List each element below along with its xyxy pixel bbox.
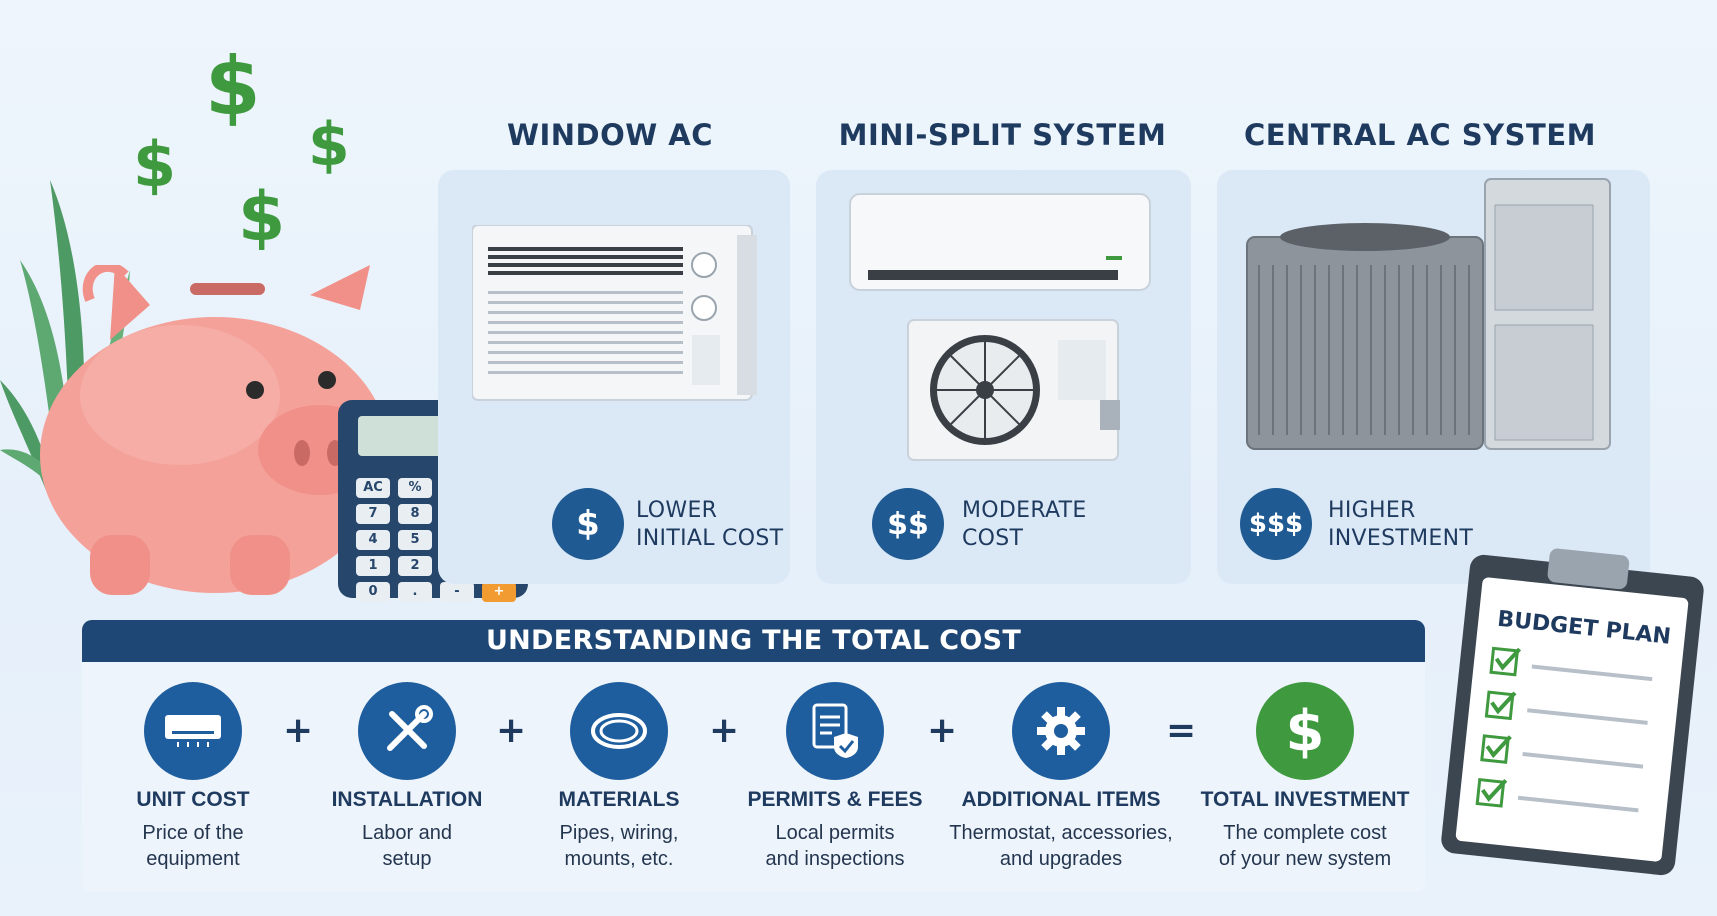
floating-dollar-icon: $ [205, 40, 261, 133]
piggy-bank-illustration [40, 265, 390, 595]
permits-desc: Local permits and inspections [720, 820, 950, 872]
additional-items-circle [1012, 682, 1110, 780]
desc-line: setup [382, 848, 432, 870]
central-ac-title: CENTRAL AC SYSTEM [1243, 118, 1597, 152]
ac-unit-icon [165, 715, 221, 747]
central-ac-illustration [1246, 178, 1611, 450]
high-cost-badge: $$$ [1240, 488, 1312, 560]
plus-operator: + [496, 710, 527, 751]
central-ac-cost-text: HIGHER INVESTMENT [1328, 497, 1473, 553]
total-cost-banner: UNDERSTANDING THE TOTAL COST [82, 620, 1425, 662]
materials-title: MATERIALS [558, 788, 680, 811]
cost-line-1: HIGHER [1328, 498, 1416, 523]
additional-items-desc: Thermostat, accessories, and upgrades [941, 820, 1181, 872]
checklist [1475, 646, 1653, 813]
materials-desc: Pipes, wiring, mounts, etc. [504, 820, 734, 872]
total-cost-panel [82, 662, 1425, 892]
calculator-key: 4 [356, 530, 390, 550]
document-shield-icon [812, 703, 858, 758]
permits-circle [786, 682, 884, 780]
budget-clipboard: BUDGET PLAN [1439, 547, 1706, 877]
desc-line: mounts, etc. [564, 848, 674, 870]
calculator-key: . [398, 582, 432, 602]
window-ac-cost-text: LOWER INITIAL COST [636, 497, 783, 553]
tools-icon [387, 705, 433, 751]
equals-operator: = [1166, 710, 1197, 751]
total-investment-desc: The complete cost of your new system [1190, 820, 1420, 872]
desc-line: Local permits [775, 822, 895, 844]
total-investment-title: TOTAL INVESTMENT [1200, 788, 1410, 811]
calculator-key: 1 [356, 556, 390, 576]
desc-line: of your new system [1218, 848, 1392, 870]
calculator-key: AC [356, 478, 390, 498]
installation-circle [358, 682, 456, 780]
gear-icon [1037, 707, 1085, 755]
plus-operator: + [927, 710, 958, 751]
permits-title: PERMITS & FEES [747, 788, 923, 811]
unit-cost-title: UNIT COST [136, 788, 250, 811]
floating-dollar-icon: $ [308, 110, 350, 180]
installation-desc: Labor and setup [292, 820, 522, 872]
mini-split-cost-text: MODERATE COST [962, 497, 1087, 553]
plus-operator: + [709, 710, 740, 751]
desc-line: The complete cost [1223, 822, 1387, 844]
floating-dollar-icon: $ [133, 128, 177, 201]
unit-cost-desc: Price of the equipment [78, 820, 308, 872]
calculator-key: + [482, 582, 516, 602]
calculator-key: - [440, 582, 474, 602]
calculator-key: 0 [356, 582, 390, 602]
desc-line: and inspections [765, 848, 905, 870]
calculator-key: 7 [356, 504, 390, 524]
desc-line: Labor and [361, 822, 453, 844]
mini-split-title: MINI-SPLIT SYSTEM [838, 118, 1167, 152]
calculator-key: 5 [398, 530, 432, 550]
desc-line: Pipes, wiring, [559, 822, 679, 844]
desc-line: equipment [146, 848, 240, 870]
low-cost-badge: $ [552, 488, 624, 560]
window-ac-title: WINDOW AC [506, 118, 714, 152]
calculator-key: 8 [398, 504, 432, 524]
floating-dollar-icon: $ [238, 178, 286, 257]
moderate-cost-badge: $$ [872, 488, 944, 560]
window-ac-illustration [472, 225, 757, 401]
calculator-key: 2 [398, 556, 432, 576]
cost-line-1: MODERATE [962, 498, 1087, 523]
cost-line-1: LOWER [636, 498, 718, 523]
materials-circle [570, 682, 668, 780]
cost-line-2: COST [962, 526, 1024, 551]
total-investment-circle: $ [1256, 682, 1354, 780]
installation-title: INSTALLATION [331, 788, 483, 811]
dollar-icon: $ [1285, 698, 1325, 764]
pipe-coil-icon [591, 713, 647, 749]
mini-split-illustration [849, 193, 1151, 461]
desc-line: Thermostat, accessories, [949, 822, 1173, 844]
cost-line-2: INITIAL COST [636, 526, 784, 551]
clipboard-clip [1546, 547, 1630, 590]
plus-operator: + [283, 710, 314, 751]
cost-line-2: INVESTMENT [1328, 526, 1474, 551]
unit-cost-circle [144, 682, 242, 780]
calculator-key: % [398, 478, 432, 498]
additional-items-title: ADDITIONAL ITEMS [961, 788, 1161, 811]
desc-line: and upgrades [999, 848, 1123, 870]
desc-line: Price of the [142, 822, 244, 844]
